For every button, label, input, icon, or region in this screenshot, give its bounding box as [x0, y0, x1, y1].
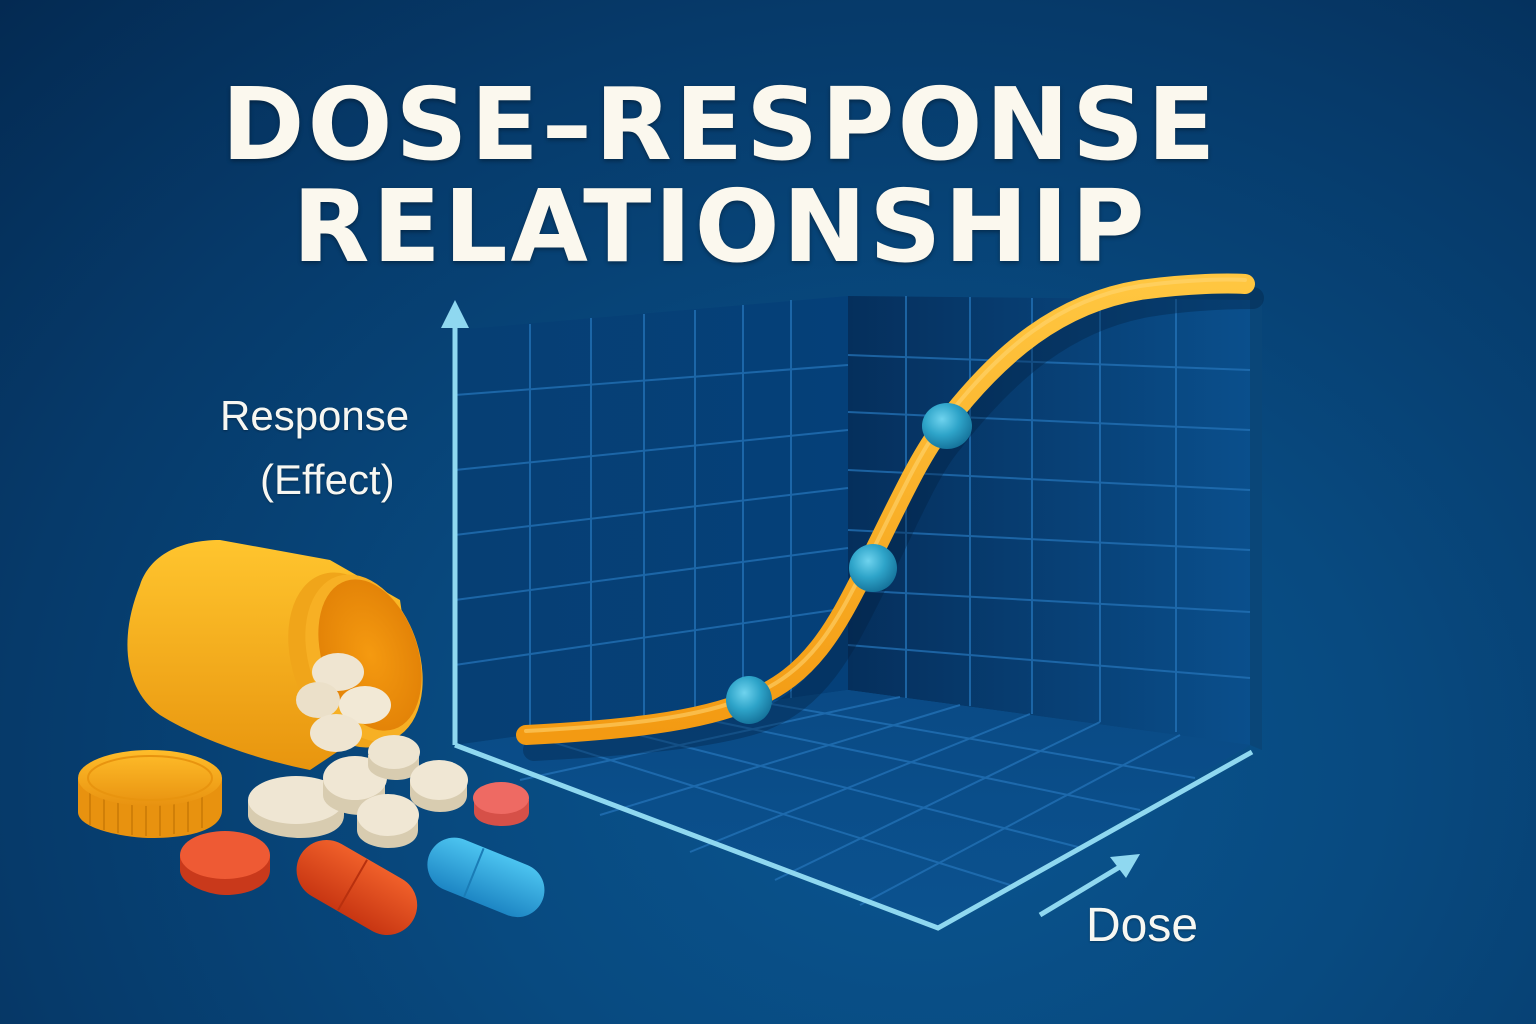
marker-point-high	[922, 403, 972, 449]
chart-floor	[455, 690, 1250, 928]
pill-bottle-illustration	[78, 540, 545, 935]
marker-point-mid	[849, 544, 897, 592]
y-axis-arrow-icon	[441, 300, 469, 328]
chart-title-line1: DOSE–RESPONSE	[221, 66, 1219, 183]
dose-arrow-shaft	[1038, 859, 1130, 918]
capsule-blue	[427, 837, 545, 918]
x-axis-floor-edge	[454, 742, 1254, 931]
marker-point-low	[726, 676, 772, 724]
tablet-white	[310, 714, 362, 752]
tablet-pink	[473, 782, 529, 814]
tablet-white	[339, 686, 391, 724]
tablet-white	[312, 653, 364, 691]
curve-markers	[726, 403, 972, 724]
spilled-white-tablets	[248, 735, 468, 848]
left-wall	[455, 296, 848, 745]
chart-back-walls	[455, 296, 1262, 750]
capsule-red	[296, 840, 418, 935]
chart-title-line2: RELATIONSHIP	[292, 168, 1148, 285]
y-axis-label: Response	[220, 392, 410, 439]
bottle-cap	[78, 750, 222, 838]
tablet-white	[296, 682, 340, 718]
y-axis-label-sub: (Effect)	[260, 456, 395, 503]
x-axis-label: Dose	[1086, 899, 1199, 952]
tablet-red	[180, 831, 270, 879]
chart-axes	[441, 300, 1254, 931]
dose-arrow-icon	[1110, 854, 1140, 878]
